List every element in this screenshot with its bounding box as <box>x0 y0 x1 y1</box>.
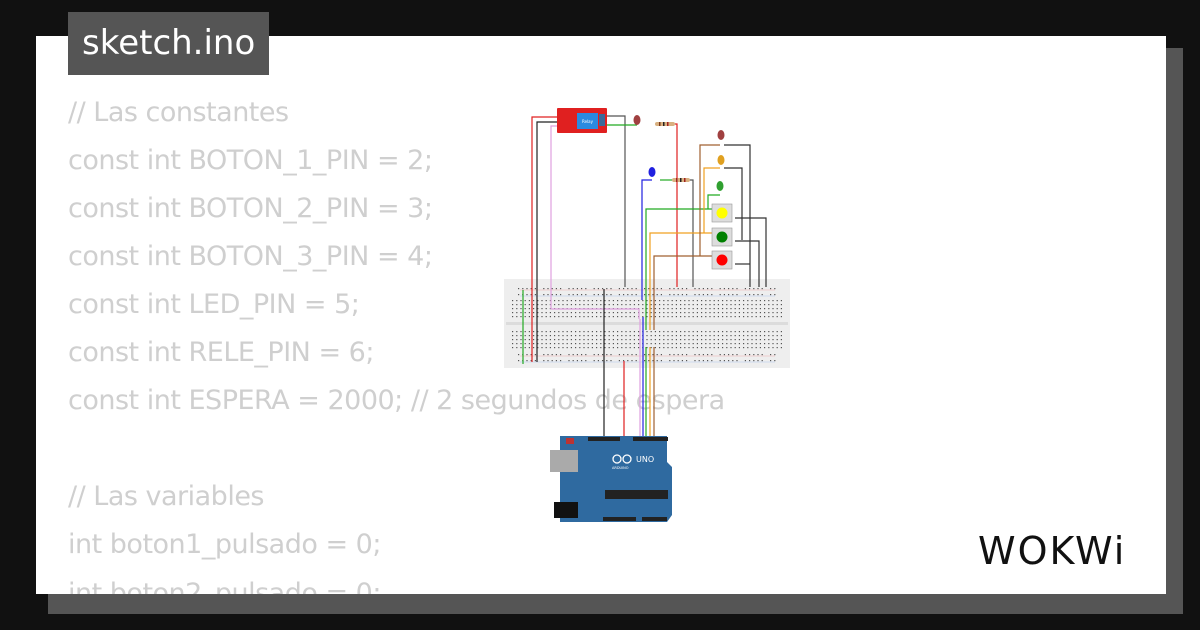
code-line: const int RELE_PIN = 6; <box>68 337 374 368</box>
relay-module: Relay <box>557 108 607 133</box>
pushbutton <box>711 250 733 270</box>
resistor <box>655 122 675 126</box>
code-line: // Las constantes <box>68 97 289 128</box>
relay-label: Relay <box>582 119 594 124</box>
code-line: const int BOTON_3_PIN = 4; <box>68 241 433 272</box>
code-overflow-clip: int boton2_pulsado = 0; <box>36 570 1166 594</box>
breadboard <box>504 279 790 368</box>
led <box>633 115 641 125</box>
board-brand: ARDUINO <box>612 466 629 470</box>
led <box>648 167 656 177</box>
led <box>717 130 725 140</box>
wires <box>522 115 767 520</box>
code-line: int boton1_pulsado = 0; <box>68 529 381 560</box>
pushbutton <box>711 227 733 247</box>
code-line: const int LED_PIN = 5; <box>68 289 360 320</box>
resistor <box>672 178 690 182</box>
arduino-uno: UNO ARDUINO <box>550 436 672 522</box>
led <box>716 181 724 191</box>
code-line: const int ESPERA = 2000; // 2 segundos d… <box>68 385 725 416</box>
code-line: int boton2_pulsado = 0; <box>68 578 381 594</box>
code-line: const int BOTON_2_PIN = 3; <box>68 193 433 224</box>
pushbutton <box>711 203 733 223</box>
led <box>717 155 725 165</box>
board-label: UNO <box>636 455 654 464</box>
wokwi-logo: WOKWi <box>978 529 1127 573</box>
code-line: // Las variables <box>68 481 265 512</box>
code-line: const int BOTON_1_PIN = 2; <box>68 145 433 176</box>
sketch-title: sketch.ino <box>68 12 270 75</box>
